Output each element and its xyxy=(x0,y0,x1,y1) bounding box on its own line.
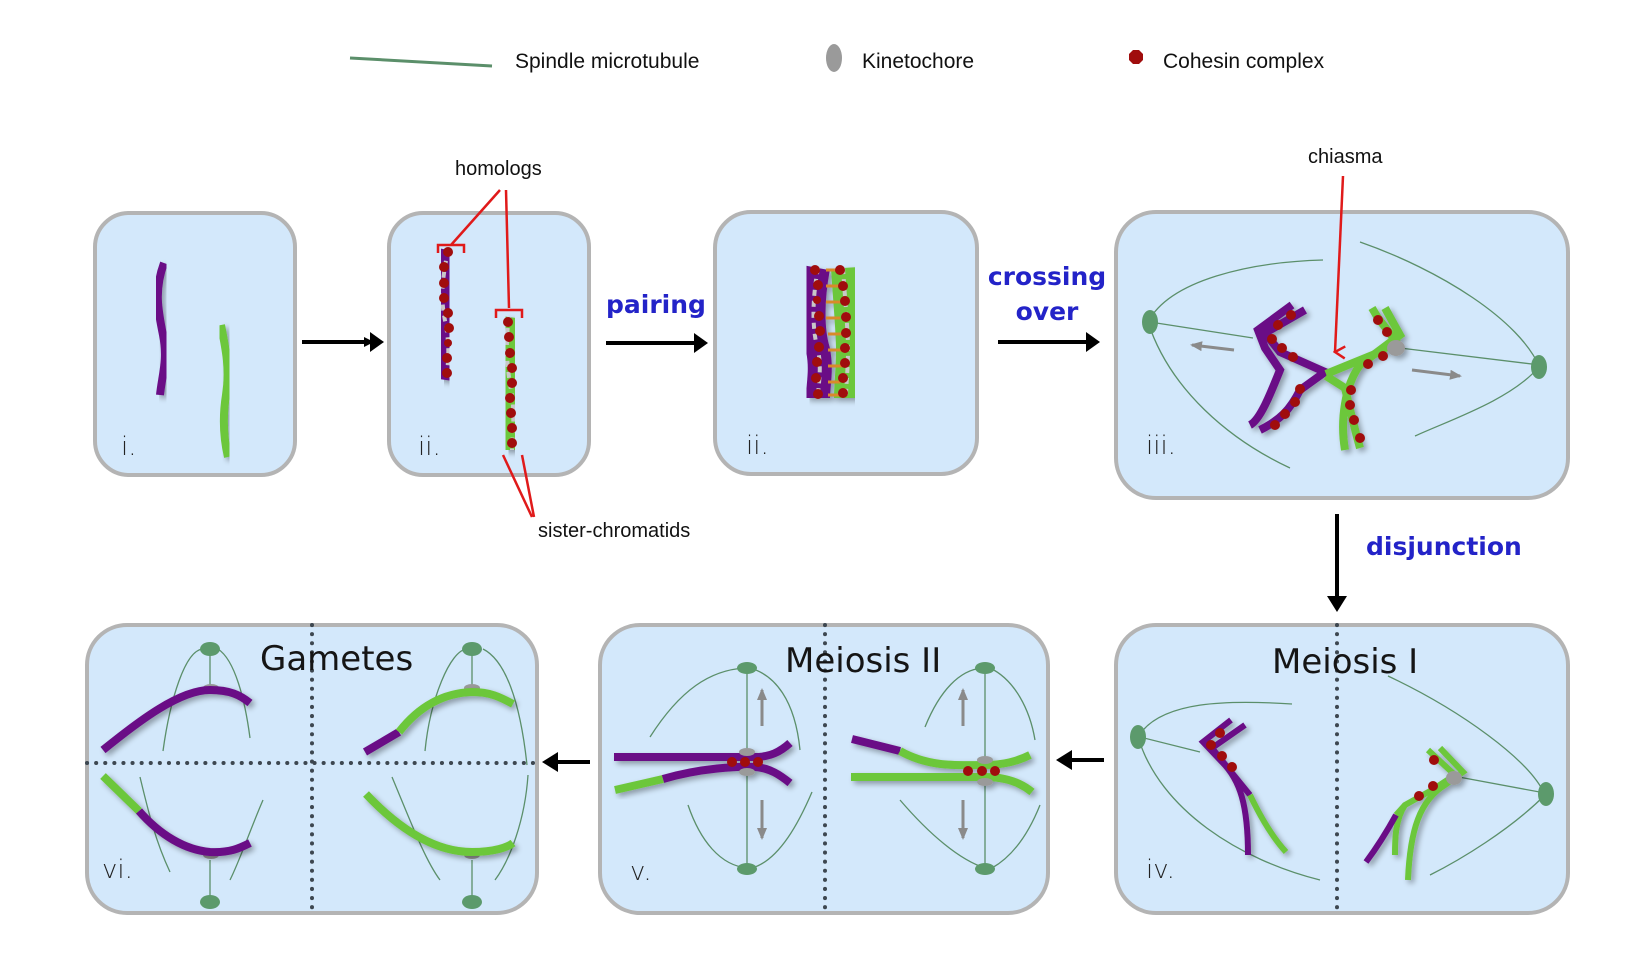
cohesin-complexes xyxy=(727,757,763,767)
cohesin-complexes xyxy=(1206,728,1439,801)
homolog-right xyxy=(1363,745,1468,881)
cohesin-complexes xyxy=(810,265,851,399)
panel-label: i. xyxy=(121,432,137,462)
movement-arrow xyxy=(1411,368,1462,380)
spindle-pole xyxy=(462,642,482,656)
spindle-pole xyxy=(975,863,995,875)
panel-iii: iii. xyxy=(1114,210,1570,500)
panel-title: Meiosis I xyxy=(1272,642,1418,682)
panel-label: iv. xyxy=(1146,855,1175,885)
step-disjunction: disjunction xyxy=(1366,532,1522,561)
arrow-down-head xyxy=(1327,596,1347,612)
chiasma-label: chiasma xyxy=(1308,146,1383,168)
sister-chromatids-label: sister-chromatids xyxy=(538,520,690,542)
panel-label: iii. xyxy=(1146,431,1176,461)
gamete-chromosome xyxy=(100,773,252,857)
panel-label: ii. xyxy=(418,432,441,462)
panel-iv: Meiosis I iv. xyxy=(1114,623,1570,915)
cohesin-complex-icon xyxy=(1129,50,1143,64)
kinetochore-icon xyxy=(826,44,842,72)
spindle-pole xyxy=(200,895,220,909)
panel-title: Meiosis II xyxy=(785,641,941,681)
chromosome-left xyxy=(614,739,793,794)
chiasma-annotation: chiasma xyxy=(1308,146,1383,352)
arrow-right-head xyxy=(694,333,708,353)
panel-title: Gametes xyxy=(260,639,413,679)
gamete-chromosome xyxy=(100,685,253,754)
spindle-pole xyxy=(737,662,757,674)
cohesin-complexes xyxy=(1267,310,1392,443)
sister-chromatids-annotation: sister-chromatids xyxy=(501,454,690,542)
panel-i: i. xyxy=(93,211,297,477)
spindle-pole xyxy=(975,662,995,674)
arrow-right-head xyxy=(370,332,384,352)
panel-label: ii. xyxy=(746,431,769,461)
legend: Spindle microtubule Kinetochore Cohesin … xyxy=(349,44,1325,73)
legend-label-spindle: Spindle microtubule xyxy=(515,50,699,73)
legend-label-kinetochore: Kinetochore xyxy=(862,50,974,73)
panel-v: Meiosis II v. xyxy=(598,623,1050,915)
homologs-label: homologs xyxy=(455,158,542,180)
step-crossing-over: crossing xyxy=(988,262,1106,291)
step-crossing-over-line2: over xyxy=(1016,297,1079,326)
gamete-chromosome xyxy=(362,687,515,756)
panel-vi: Gametes vi. xyxy=(85,623,539,915)
arrow-left-head xyxy=(542,752,558,772)
spindle-pole xyxy=(1538,782,1554,806)
movement-arrow xyxy=(1190,341,1235,352)
spindle-pole xyxy=(737,863,757,875)
spindle-microtubule-icon xyxy=(349,56,493,68)
homologs-annotation: homologs xyxy=(436,158,542,318)
panel-label: v. xyxy=(630,857,652,887)
cohesin-complexes xyxy=(439,247,517,448)
spindle-pole xyxy=(462,895,482,909)
spindle-pole xyxy=(1531,355,1547,379)
panel-ii-a: ii. xyxy=(387,211,591,477)
spindle-pole xyxy=(1130,725,1146,749)
chromosome-right xyxy=(851,735,1035,796)
arrow-right-head xyxy=(1086,332,1100,352)
arrow-left-head xyxy=(1056,750,1072,770)
cohesin-complexes xyxy=(963,766,1000,776)
spindle-pole xyxy=(1142,310,1158,334)
panel-label: vi. xyxy=(102,855,133,885)
gamete-chromosome xyxy=(363,791,516,857)
spindle-pole xyxy=(200,642,220,656)
step-pairing: pairing xyxy=(606,290,706,319)
legend-label-cohesin: Cohesin complex xyxy=(1163,50,1325,73)
panel-ii-b: ii. xyxy=(713,210,979,476)
